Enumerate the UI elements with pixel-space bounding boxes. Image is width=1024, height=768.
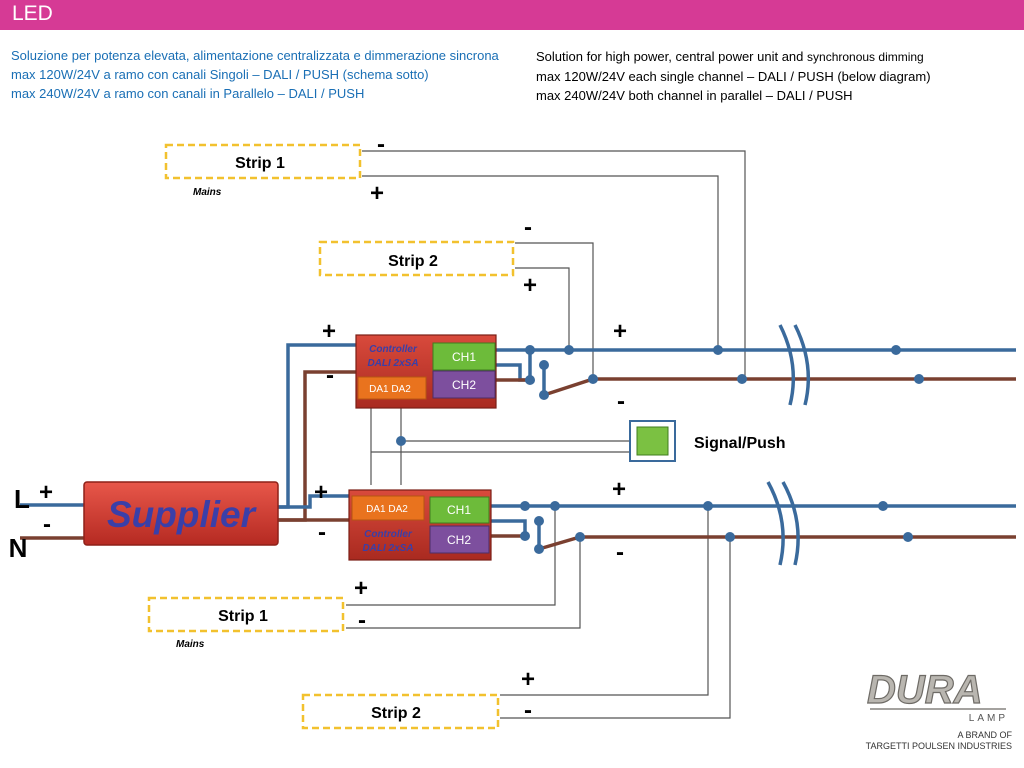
strip-1-top-mains: Mains [193, 187, 222, 198]
controller-bottom-ch1: CH1 [447, 503, 471, 517]
strip-wires [346, 150, 746, 719]
controller-top-label-1: Controller [369, 344, 418, 355]
top-output-wires [496, 348, 1016, 397]
controller-top-ch2: CH2 [452, 378, 476, 392]
italian-description: Soluzione per potenza elevata, alimentaz… [11, 47, 511, 104]
signal-push-label: Signal/Push [694, 435, 786, 452]
italian-line-3: max 240W/24V a ramo con canali in Parall… [11, 86, 365, 101]
logo-tagline-2: TARGETTI POULSEN INDUSTRIES [865, 741, 1012, 751]
controller-top-label-2: DALI 2xSA [367, 358, 418, 369]
strip-1-top-label: Strip 1 [235, 155, 285, 172]
strip-1-top: Strip 1 [164, 143, 362, 180]
strip-2-bottom-label: Strip 2 [371, 705, 421, 722]
output-bottom-plus: + [612, 476, 626, 503]
english-line-2: max 120W/24V each single channel – DALI … [536, 69, 931, 84]
mains-l-label: L [14, 484, 30, 514]
page-title: LED [12, 2, 53, 25]
output-top-minus: - [617, 388, 625, 415]
controller-top: Controller DALI 2xSA DA1 DA2 CH1 CH2 [355, 334, 497, 409]
controller-bottom-da: DA1 DA2 [366, 504, 408, 515]
supplier-box: Supplier [83, 481, 279, 546]
junction-dots [396, 345, 924, 554]
supplier-label: Supplier [107, 494, 258, 535]
controller-top-da: DA1 DA2 [369, 384, 411, 395]
controller-bottom-label-2: DALI 2xSA [362, 543, 413, 554]
strip-2-top-plus: + [523, 272, 537, 299]
strip-1-top-minus: - [377, 131, 385, 158]
controller-bottom-ch2: CH2 [447, 533, 471, 547]
logo-tagline-1: A BRAND OF [957, 730, 1012, 740]
strip-1-bottom-mains: Mains [176, 639, 205, 650]
english-line-1: Solution for high power, central power u… [536, 47, 1006, 67]
controller-top-ch1: CH1 [452, 350, 476, 364]
strip-1-top-plus: + [370, 180, 384, 207]
controller-top-plus: + [322, 318, 336, 345]
strip-1-bottom: Strip 1 [147, 596, 345, 633]
mains-n-label: N [9, 533, 28, 563]
controller-bottom-minus: - [318, 519, 326, 546]
english-line-3: max 240W/24V both channel in parallel – … [536, 88, 853, 103]
strip-2-bottom: Strip 2 [301, 693, 500, 730]
strip-1-bottom-plus: + [354, 575, 368, 602]
output-bottom-minus: - [616, 539, 624, 566]
english-description: Solution for high power, central power u… [536, 47, 1006, 105]
signal-push-button [629, 420, 676, 462]
strip-2-bottom-plus: + [521, 666, 535, 693]
header-bar: LED [0, 0, 1024, 30]
logo-sub: LAMP [969, 713, 1008, 724]
strip-2-top-minus: - [524, 214, 532, 241]
dura-lamp-logo: DURA LAMP A BRAND OF TARGETTI POULSEN IN… [862, 667, 1012, 758]
english-line-1-a: Solution for high power, central power u… [536, 49, 808, 64]
strip-1-bottom-minus: - [358, 607, 366, 634]
strip-2-top: Strip 2 [318, 240, 515, 277]
english-line-1-b: synchronous dimming [807, 50, 924, 64]
supplier-minus: - [43, 511, 51, 538]
controller-bottom: DA1 DA2 Controller DALI 2xSA CH1 CH2 [348, 489, 492, 561]
supplier-plus: + [39, 479, 53, 506]
controller-bottom-label-1: Controller [364, 529, 413, 540]
output-top-plus: + [613, 318, 627, 345]
strip-1-bottom-label: Strip 1 [218, 608, 268, 625]
strip-2-bottom-minus: - [524, 697, 532, 724]
controller-top-minus: - [326, 362, 334, 389]
logo-brand: DURA [867, 668, 983, 712]
italian-line-2: max 120W/24V a ramo con canali Singoli –… [11, 67, 429, 82]
italian-line-1: Soluzione per potenza elevata, alimentaz… [11, 48, 499, 63]
bottom-output-wires [491, 504, 1016, 551]
wire-break-symbols [766, 324, 811, 566]
logo-mark: DURA LAMP [866, 667, 1008, 724]
strip-2-top-label: Strip 2 [388, 253, 438, 270]
controller-bottom-plus: + [314, 479, 328, 506]
power-wires [20, 343, 356, 540]
